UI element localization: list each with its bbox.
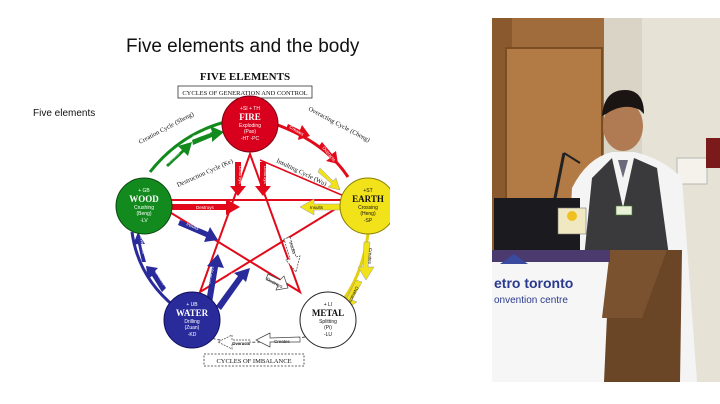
svg-text:(Pao): (Pao) [244,129,257,135]
earth-insults-arrow [299,198,341,216]
banner-line2: onvention centre [494,295,568,306]
metal-destroys-arrow [265,273,289,291]
overacting-cycle-label: Overacting Cycle (Cheng) [307,106,371,144]
wood-overacts-arrow [192,126,224,145]
earth-creates-arrow [357,241,375,281]
label-destroys-red-2: Destroys [263,166,268,185]
svg-text:-LU: -LU [324,332,332,338]
metal-insults-arrow [283,236,301,273]
svg-text:-KD: -KD [188,332,197,338]
diagram-footer: CYCLES OF IMBALANCE [216,358,291,365]
svg-text:-HT -PC: -HT -PC [241,136,260,142]
svg-text:+ST: +ST [363,188,372,194]
svg-text:WOOD: WOOD [129,194,159,204]
svg-text:-SP: -SP [364,218,373,224]
svg-text:Splitting: Splitting [319,319,337,325]
element-wood: + GB WOOD Crushing (Beng) -LV [115,177,173,235]
side-label: Five elements [33,108,96,119]
svg-text:(Pi): (Pi) [324,325,332,331]
speaker-vest [582,158,672,278]
svg-text:FIRE: FIRE [239,112,261,122]
creation-cycle-label: Creation Cycle (Sheng) [138,111,195,146]
water-overacts-arrow [133,232,146,262]
water-wood-arc [130,231,176,309]
five-elements-diagram: FIVE ELEMENTS CYCLES OF GENERATION AND C… [115,71,390,367]
svg-text:Drilling: Drilling [184,319,200,325]
svg-text:(Zuan): (Zuan) [185,325,200,331]
svg-text:+ UB: + UB [186,302,198,308]
svg-text:Exploding: Exploding [239,123,261,129]
label-insults-wood: Insults [186,221,201,231]
svg-text:+ LI: + LI [324,302,332,308]
svg-text:WATER: WATER [176,308,209,318]
label-overacts-metal: Overacts [232,341,251,346]
wood-fire-arc [148,120,226,173]
diagram-subtitle: CYCLES OF GENERATION AND CONTROL [182,90,307,97]
banner-line1: etro toronto [494,275,573,291]
inner-pentagon [146,151,354,295]
svg-text:+SI + TH: +SI + TH [240,106,260,112]
podium [492,250,610,382]
svg-text:(Beng): (Beng) [136,211,151,217]
earth-fire-link [259,159,359,203]
label-creates-earth: Creates [367,248,373,265]
svg-text:-LV: -LV [140,218,148,224]
fire-creates-arrow [286,124,310,140]
label-insults-earth: Insults [310,205,324,210]
svg-text:+ GB: + GB [138,188,150,194]
element-metal: + LI METAL Splitting (Pi) -LU [299,291,357,349]
water-destroys-arrow-2 [216,268,250,310]
diagram-title: FIVE ELEMENTS [200,71,290,83]
water-destroys-arrow-1 [206,254,224,303]
water-creates-arrow [146,266,166,292]
label-overacts-green: Overacts [192,129,211,140]
metal-overacts-arrow [217,334,251,350]
fire-overacts-arrow [319,142,338,164]
element-fire: +SI + TH FIRE Exploding (Pao) -HT -PC [221,95,279,153]
wood-insults-arrow [178,220,218,242]
slide: Five elements and the body Five elements… [33,36,390,367]
label-overacts-water: Overacts [139,235,147,254]
label-destroys-wood: Destroys [196,205,215,210]
wood-creates-arrow [166,142,192,167]
svg-text:EARTH: EARTH [352,194,384,204]
label-destroys-water: Destroys [206,265,215,284]
element-water: + UB WATER Drilling (Zuan) -KD [163,291,221,349]
slide-title: Five elements and the body [126,36,360,57]
svg-text:Crossing: Crossing [358,205,378,211]
diagram-footer-box [203,353,305,367]
speaker-video: etro toronto onvention centre [492,18,720,382]
element-earth: +ST EARTH Crossing (Heng) -SP [339,177,390,235]
metal-creates-arrow [255,332,301,348]
label-destroys-red-1: Destroys [238,166,243,185]
fire-destroys-arrow-1 [230,162,246,196]
svg-text:Crushing: Crushing [134,205,154,211]
label-insults-metal: Insults [288,241,297,256]
speaker-head [603,101,643,151]
fire-earth-arc [274,122,350,178]
destruction-cycle-label: Destruction Cycle (Ke) [176,158,234,189]
label-creates-metal: Creates [274,339,291,344]
svg-text:METAL: METAL [312,308,344,318]
fire-destroys-arrow-2 [255,162,271,196]
svg-text:(Heng): (Heng) [360,211,376,217]
wood-destroys-arrow [172,199,240,215]
earth-inner-arrow [317,167,341,191]
